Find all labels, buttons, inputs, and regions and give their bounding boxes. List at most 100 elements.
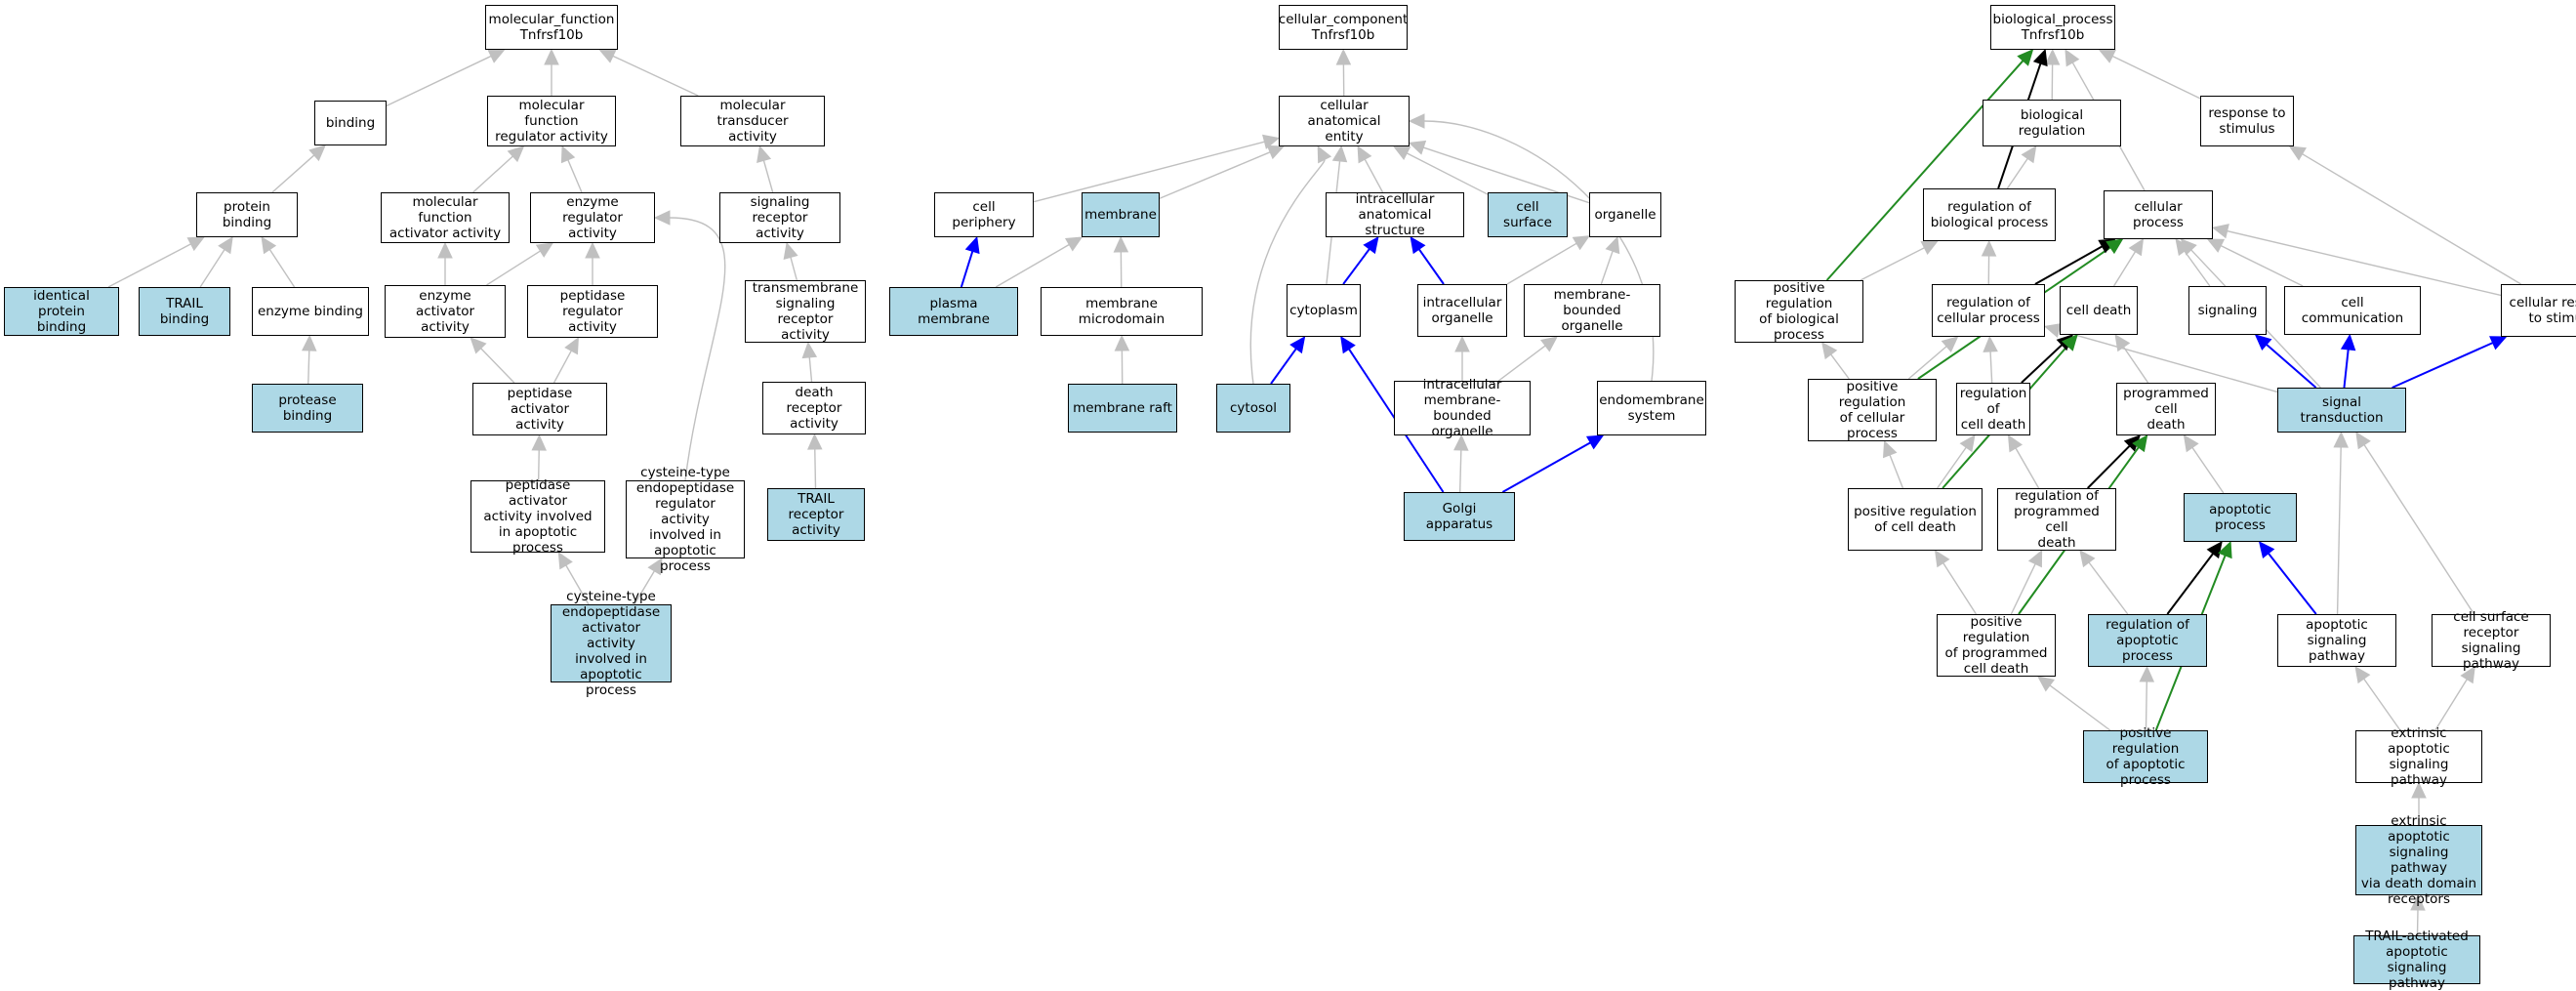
edge-binding-to-mf-root-arrowhead xyxy=(488,50,505,62)
go-term-pep-act: peptidase activator activity xyxy=(472,383,607,435)
edge-golgi-to-intracell-mem-org xyxy=(1460,450,1461,492)
edge-reg-bio-proc-to-bio-reg-arrowhead xyxy=(2022,146,2035,162)
edge-enz-act-to-enz-reg xyxy=(486,251,540,285)
edge-reg-bio-proc-to-bp-root-arrowhead xyxy=(2034,50,2047,65)
edge-sig-trans-to-reg-cell-proc-arrowhead xyxy=(2045,324,2061,337)
go-term-reg-bio-proc: regulation of biological process xyxy=(1923,188,2056,241)
edge-membrane-raft-to-membrane-micro-arrowhead xyxy=(1115,336,1128,351)
edge-pos-reg-prog-to-reg-prog-cell-death-arrowhead xyxy=(2029,551,2042,567)
edge-enzyme-binding-to-protein-binding xyxy=(269,250,294,287)
edge-pos-reg-cell-proc-to-pos-reg-bio-arrowhead xyxy=(1822,343,1837,358)
edge-mol-trans-to-mf-root-arrowhead xyxy=(599,50,616,62)
edge-intracell-mem-org-to-mem-bound-org-arrowhead xyxy=(1541,337,1557,351)
go-term-sig-rec: signaling receptor activity xyxy=(719,192,840,243)
edge-resp-stim-to-bp-root xyxy=(2112,57,2200,99)
go-term-signaling: signaling xyxy=(2188,286,2267,335)
edge-pos-reg-prog-to-pos-reg-cell-death-arrowhead xyxy=(1936,551,1949,566)
edge-sig-trans-to-cell-resp xyxy=(2392,343,2493,388)
edge-cell-resp-to-cell-proc-arrowhead xyxy=(2213,225,2228,238)
edge-enzyme-binding-to-protein-binding-arrowhead xyxy=(262,237,275,253)
edge-intracell-org-to-organelle-arrowhead xyxy=(1574,236,1589,250)
go-term-sig-trans: signal transduction xyxy=(2277,388,2406,433)
edge-cell-proc-to-bp-root-arrowhead xyxy=(2065,50,2078,66)
edge-pep-act-to-pep-reg-arrowhead xyxy=(565,338,578,354)
edge-protein-binding-to-binding-arrowhead xyxy=(309,145,325,160)
edge-mem-bound-org-to-organelle-arrowhead xyxy=(1606,237,1618,253)
go-term-apop-sig: apoptotic signaling pathway xyxy=(2277,614,2396,667)
go-term-trail-binding: TRAIL binding xyxy=(139,287,230,336)
edge-pep-act-to-enz-act xyxy=(481,349,514,383)
edge-reg-prog-cell-death-to-reg-cell-death xyxy=(2016,448,2039,488)
go-term-enz-act: enzyme activator activity xyxy=(385,285,506,338)
edge-cell-resp-to-resp-stim-arrowhead xyxy=(2290,146,2306,160)
go-term-ext-apop: extrinsic apoptotic signaling pathway xyxy=(2355,730,2482,783)
go-term-organelle: organelle xyxy=(1589,192,1661,237)
edge-apop-sig-to-apop-proc-arrowhead xyxy=(2260,542,2274,557)
edge-sig-rec-to-mol-trans xyxy=(763,160,772,192)
edge-cytoplasm-to-intracell-anat-arrowhead xyxy=(1364,237,1378,253)
edge-intracell-org-to-organelle xyxy=(1507,243,1576,284)
edge-plasma-membrane-to-cell-periphery-arrowhead xyxy=(966,237,979,253)
edge-cys-reg-apop-to-enz-reg xyxy=(670,218,725,480)
go-term-death-rec: death receptor activity xyxy=(762,382,866,434)
edge-intracell-anat-to-cell-anat xyxy=(1365,159,1382,192)
edge-plasma-membrane-to-cell-periphery xyxy=(961,251,972,287)
go-term-cytosol: cytosol xyxy=(1216,384,1290,433)
edge-ext-apop-to-cell-surf-rec xyxy=(2435,680,2467,730)
go-term-trail-rec: TRAIL receptor activity xyxy=(767,488,865,541)
go-term-ident-prot: identical protein binding xyxy=(4,287,119,336)
edge-cell-comm-to-cell-proc xyxy=(2221,246,2303,286)
edge-pos-reg-bio-to-reg-bio-proc-arrowhead xyxy=(1921,241,1938,254)
edge-intracell-org-to-intracell-anat-arrowhead xyxy=(1411,237,1424,253)
edge-pos-reg-apop-to-pos-reg-prog xyxy=(2050,685,2110,730)
edge-mf-reg-to-mf-root-arrowhead xyxy=(545,50,558,64)
go-term-apop-proc: apoptotic process xyxy=(2184,493,2297,542)
edge-tm-sig-rec-to-sig-rec-arrowhead xyxy=(784,243,797,259)
edge-pos-reg-apop-to-reg-apop-arrowhead xyxy=(2140,667,2153,681)
go-term-pos-reg-prog: positive regulation of programmed cell d… xyxy=(1937,614,2056,677)
edge-sig-trans-to-cell-comm-arrowhead xyxy=(2342,335,2355,351)
go-term-cys-act-apop: cysteine-type endopeptidase activator ac… xyxy=(551,604,672,682)
edge-sig-trans-to-signaling xyxy=(2267,345,2316,388)
edge-enz-reg-to-mf-reg-arrowhead xyxy=(561,146,574,163)
edge-mem-bound-org-to-organelle xyxy=(1601,251,1613,284)
edge-pep-reg-to-enz-reg-arrowhead xyxy=(586,243,599,258)
go-term-resp-stim: response to stimulus xyxy=(2200,96,2294,146)
edge-mol-trans-to-mf-root xyxy=(613,56,698,96)
edge-death-rec-to-tm-sig-rec-arrowhead xyxy=(802,343,816,358)
edge-pos-reg-prog-to-pos-reg-cell-death xyxy=(1943,563,1977,614)
go-term-membrane-raft: membrane raft xyxy=(1068,384,1177,433)
edge-cell-death-to-cell-proc xyxy=(2114,252,2136,286)
edge-apop-proc-to-prog-cell-death xyxy=(2192,447,2224,493)
edge-pos-reg-cell-death-to-reg-cell-death-arrowhead xyxy=(1961,435,1975,451)
edge-reg-cell-proc-to-reg-bio-proc-arrowhead xyxy=(1983,241,1996,256)
edge-cys-reg-apop-to-enz-reg-arrowhead xyxy=(655,211,670,225)
edge-membrane-to-cell-anat xyxy=(1160,152,1270,198)
edge-intracell-mem-org-to-mem-bound-org xyxy=(1498,346,1545,381)
go-term-binding: binding xyxy=(314,101,387,145)
edge-endomembrane-to-cell-anat-arrowhead xyxy=(1410,114,1424,128)
edge-sig-trans-to-cell-resp-arrowhead xyxy=(2490,337,2507,350)
edge-cytosol-to-cell-anat-arrowhead xyxy=(1318,146,1330,163)
edge-cytoplasm-to-intracell-anat xyxy=(1343,249,1370,284)
go-term-bp-root: biological_process Tnfrsf10b xyxy=(1990,5,2115,50)
go-term-mem-bound-org: membrane-bounded organelle xyxy=(1524,284,1660,337)
edge-intracell-anat-to-cell-anat-arrowhead xyxy=(1358,146,1370,163)
go-term-enz-reg: enzyme regulator activity xyxy=(530,192,655,243)
go-term-cell-death: cell death xyxy=(2060,286,2138,335)
edge-cell-death-to-cell-proc-arrowhead xyxy=(2130,239,2144,255)
go-term-tm-sig-rec: transmembrane signaling receptor activit… xyxy=(745,280,866,343)
edge-reg-cell-death-to-reg-cell-proc xyxy=(1990,351,1992,383)
edge-reg-apop-to-reg-prog-cell-death xyxy=(2089,562,2128,614)
go-term-membrane: membrane xyxy=(1082,192,1160,237)
edge-cell-comm-to-cell-proc-arrowhead xyxy=(2208,239,2225,252)
go-term-cell-surf-rec: cell surface receptor signaling pathway xyxy=(2432,614,2551,667)
edge-pos-reg-cell-death-to-pos-reg-cell-proc-arrowhead xyxy=(1884,441,1897,458)
edge-death-rec-to-tm-sig-rec xyxy=(809,357,811,382)
edge-cell-surface-to-cell-anat-arrowhead xyxy=(1394,146,1411,159)
go-term-pos-reg-cell-death: positive regulation of cell death xyxy=(1848,488,1983,551)
go-term-pos-reg-cell-proc: positive regulation of cellular process xyxy=(1808,379,1937,441)
edge-golgi-to-endomembrane xyxy=(1502,442,1590,492)
edge-golgi-to-cytoplasm-arrowhead xyxy=(1341,337,1355,352)
